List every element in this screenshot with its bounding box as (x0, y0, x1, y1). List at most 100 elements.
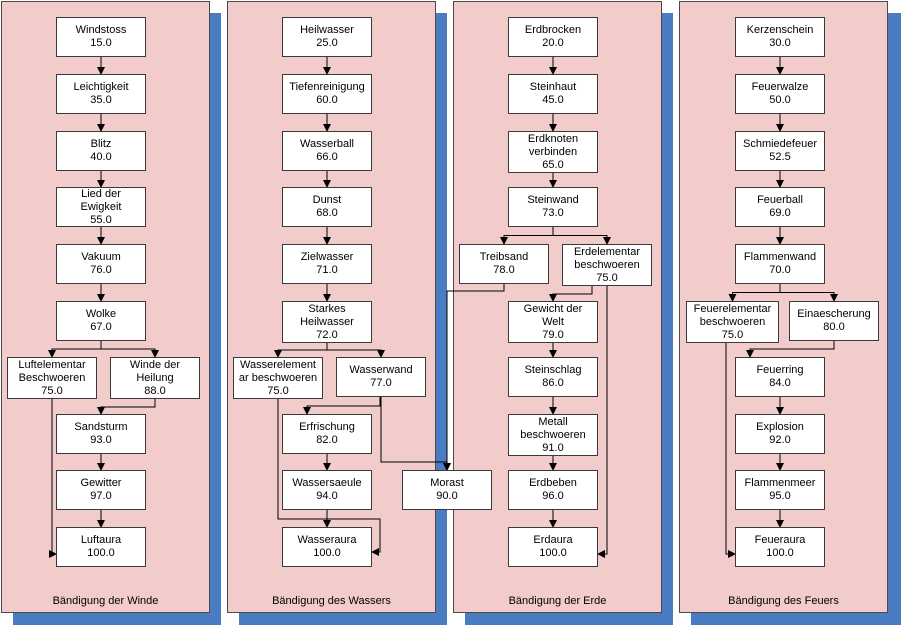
node-text-line: Wasserelement (239, 358, 316, 371)
node-text-line: Zielwasser (300, 251, 354, 263)
node-text-line: 100.0 (539, 547, 567, 559)
node-text-line: 67.0 (90, 321, 112, 333)
node-text-line: 94.0 (316, 490, 338, 502)
node-text-line: 55.0 (90, 213, 112, 226)
node-text-line: 75.0 (41, 384, 63, 397)
node-text-line: Steinhaut (529, 81, 577, 93)
node-text-line: Morast (430, 477, 464, 489)
node-text-line: 76.0 (90, 264, 112, 276)
panel-title-wind: Bändigung der Winde (52, 595, 159, 607)
node-text-line: Heilwasser (300, 315, 354, 328)
node-text-line: Explosion (756, 421, 804, 433)
node-text-line: 100.0 (87, 547, 115, 559)
node-text-line: 100.0 (766, 547, 794, 559)
node-text-line: Ewigkeit (80, 200, 122, 213)
panel-title-earth: Bändigung der Erde (508, 595, 607, 607)
node-text-line: 91.0 (542, 441, 564, 454)
node-text-line: 96.0 (542, 490, 564, 502)
node-text-line: Heilwasser (300, 24, 354, 36)
node-text-line: Metall (538, 415, 568, 428)
node-text-line: 20.0 (542, 37, 564, 49)
node-text-line: Beschwoeren (18, 371, 86, 384)
node-text-line: Steinwand (527, 194, 579, 206)
node-text-line: Blitz (90, 138, 112, 150)
node-text-line: 75.0 (596, 271, 618, 284)
node-text-line: 15.0 (90, 37, 112, 49)
node-text-line: Erfrischung (299, 421, 355, 433)
node-text-line: Erdbeben (529, 477, 577, 489)
node-text-line: 100.0 (313, 547, 341, 559)
node-text-line: Erdelementar (573, 245, 641, 258)
panel-title-fire: Bändigung des Feuers (728, 595, 839, 607)
node-text-line: beschwoeren (520, 428, 586, 441)
node-text-line: 84.0 (769, 377, 791, 389)
node-text-line: 71.0 (316, 264, 338, 276)
node-text-line: 40.0 (90, 151, 112, 163)
node-text-line: 75.0 (267, 384, 289, 397)
node-text-line: beschwoeren (699, 315, 766, 328)
node-text-line: 50.0 (769, 94, 791, 106)
node-text-line: 92.0 (769, 434, 791, 446)
node-text-line: Leichtigkeit (73, 81, 129, 93)
node-text-line: 80.0 (823, 321, 845, 333)
node-text-line: 77.0 (370, 377, 392, 389)
node-text-line: Vakuum (81, 251, 121, 263)
node-text-line: 90.0 (436, 490, 458, 502)
node-text-line: 93.0 (90, 434, 112, 446)
node-text-line: Wasseraura (297, 534, 357, 546)
node-text-line: 79.0 (542, 328, 564, 341)
node-text-line: 45.0 (542, 94, 564, 106)
node-text-line: 68.0 (316, 207, 338, 219)
node-text-line: Luftelementar (18, 358, 86, 371)
node-text-line: Erdbrocken (524, 24, 582, 36)
node-text-line: 30.0 (769, 37, 791, 49)
node-text-line: 75.0 (721, 328, 744, 341)
node-text-line: Wasserwand (349, 364, 413, 376)
node-text-line: Erdknoten (527, 132, 579, 145)
node-text-line: Steinschlag (524, 364, 582, 376)
panel-title-water: Bändigung des Wassers (272, 595, 391, 607)
node-text-line: Wolke (85, 308, 117, 320)
node-text-line: 86.0 (542, 377, 564, 389)
node-text-line: beschwoeren (574, 258, 640, 271)
node-text-line: 73.0 (542, 207, 564, 219)
node-text-line: Feuerelementar (693, 302, 772, 315)
node-text-line: 65.0 (542, 158, 564, 171)
node-text-line: 35.0 (90, 94, 112, 106)
node-text-line: Wassersaeule (292, 477, 362, 489)
node-text-line: 72.0 (316, 328, 338, 341)
node-text-line: Welt (542, 315, 564, 328)
node-text-line: Feueraura (754, 534, 806, 546)
node-text-line: Heilung (136, 371, 174, 384)
